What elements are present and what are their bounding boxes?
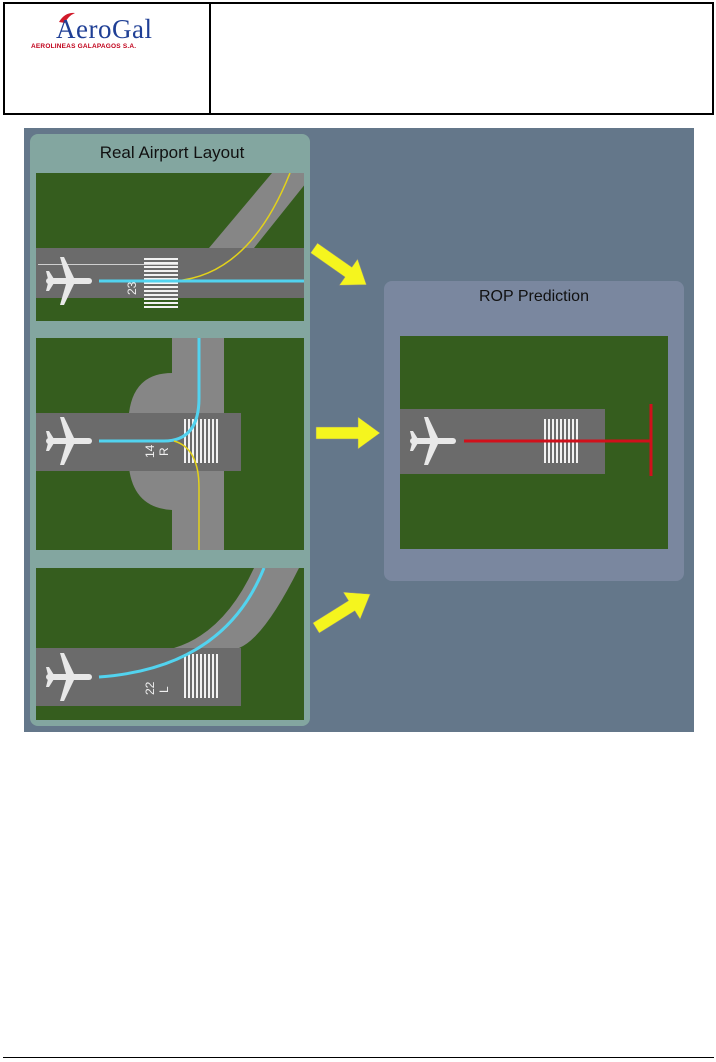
arrow-top: [310, 242, 367, 286]
real-layout-title: Real Airport Layout: [99, 143, 245, 162]
aerogal-logo: AeroGal AEROLINEAS GALAPAGOS S.A.: [31, 10, 191, 60]
arrow-bottom: [312, 591, 371, 634]
runway-side-label: R: [157, 447, 171, 456]
figure-canvas: 23 14R 22L: [30, 134, 684, 726]
logo-name: AeroGal: [56, 14, 153, 44]
scene-runway-14R: [36, 338, 304, 550]
scene-runway-23: [36, 173, 304, 321]
arrow-middle: [315, 416, 381, 450]
runway-number-label: 22: [143, 681, 157, 695]
header-divider: [209, 4, 211, 113]
rop-prediction-title: ROP Prediction: [479, 288, 589, 305]
document-header: AeroGal AEROLINEAS GALAPAGOS S.A.: [3, 2, 714, 115]
runway-number-label: 14: [143, 444, 157, 458]
footer-rule: [3, 1057, 714, 1058]
runway-side-label: L: [157, 686, 171, 693]
logo-tagline: AEROLINEAS GALAPAGOS S.A.: [31, 43, 137, 50]
bird-icon: [59, 12, 75, 23]
scene-runway-22L: [36, 568, 304, 720]
runway-number-label: 23: [125, 281, 139, 295]
scene-rop-prediction: [400, 336, 668, 549]
